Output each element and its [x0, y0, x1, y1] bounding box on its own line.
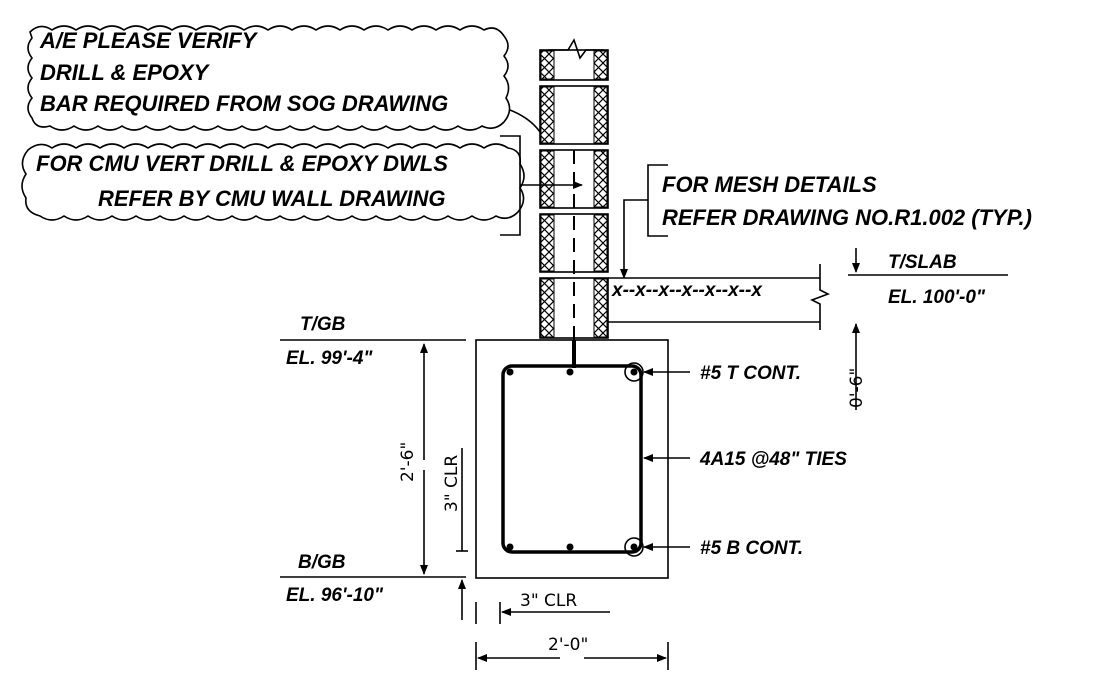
b-gb-label: B/GB	[298, 552, 346, 573]
top-bar-label: #5 T CONT.	[700, 363, 801, 384]
cmu-line-1: FOR CMU VERT DRILL & EPOXY DWLS	[36, 151, 448, 176]
rebar-bars	[506, 362, 644, 557]
slab-step-dim: 0'-6"	[847, 368, 867, 408]
clr-v-label: 3" CLR	[442, 455, 462, 512]
mesh-line-1: FOR MESH DETAILS	[662, 172, 877, 197]
t-gb-label: T/GB	[300, 314, 346, 335]
tie-label: 4A15 @48" TIES	[699, 449, 847, 470]
grade-beam-outline	[475, 339, 669, 579]
mesh-symbol: x--x--x--x--x--x--x	[611, 280, 763, 301]
bottom-bar-label: #5 B CONT.	[700, 538, 803, 559]
cmu-callout-cloud	[21, 143, 525, 221]
verify-callout-cloud	[27, 25, 511, 131]
verify-line-2: DRILL & EPOXY	[40, 60, 211, 85]
mesh-line-2: REFER DRAWING NO.R1.002 (TYP.)	[662, 205, 1032, 230]
slab-on-grade	[608, 264, 830, 330]
verify-leader	[509, 109, 541, 133]
mesh-leader-arrow	[620, 199, 648, 279]
clr-h-label: 3" CLR	[520, 591, 577, 611]
verify-line-3: BAR REQUIRED FROM SOG DRAWING	[40, 91, 448, 116]
cmu-line-2: REFER BY CMU WALL DRAWING	[98, 186, 446, 211]
t-slab-label: T/SLAB	[888, 252, 957, 273]
cmu-wall	[539, 38, 609, 339]
b-gb-elevation: EL. 96'-10"	[286, 585, 384, 606]
t-gb-elevation: EL. 99'-4"	[286, 348, 373, 369]
verify-line-1: A/E PLEASE VERIFY	[39, 28, 259, 53]
width-dim-label: 2'-0"	[548, 635, 588, 655]
stirrup-tie	[501, 364, 643, 554]
slab-elevation: EL. 100'-0"	[888, 287, 986, 308]
depth-dim-label: 2'-6"	[398, 442, 418, 482]
